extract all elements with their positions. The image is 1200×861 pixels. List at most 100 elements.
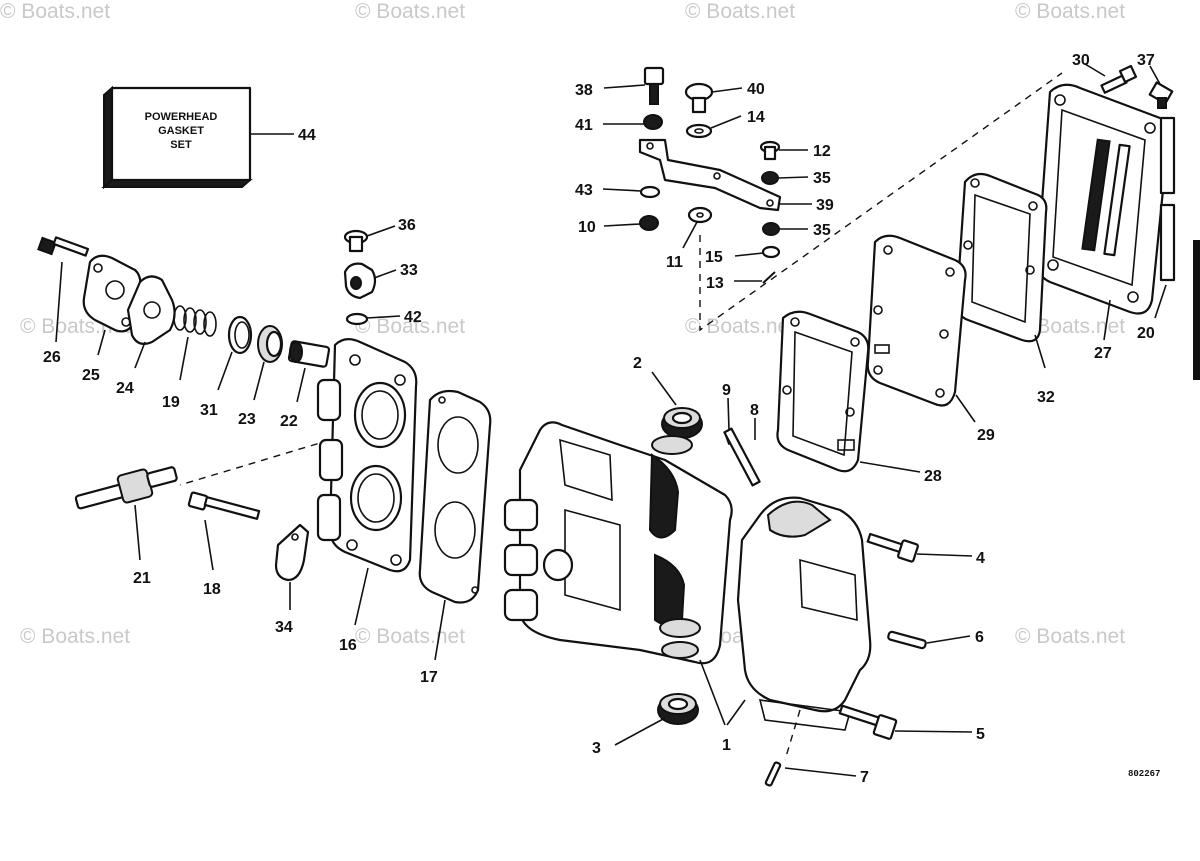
part-29-plate[interactable]: 29 (866, 234, 995, 444)
part-32-gasket[interactable]: 32 (955, 172, 1055, 406)
part-35-nut[interactable]: 35 (762, 222, 831, 239)
callout-34[interactable]: 34 (275, 619, 293, 636)
part-3-seal[interactable]: 3 (592, 693, 699, 757)
callout-16[interactable]: 16 (339, 637, 357, 654)
watermark: © Boats.net (1015, 625, 1125, 648)
callout-41[interactable]: 41 (575, 117, 593, 134)
callout-35b[interactable]: 35 (813, 222, 831, 239)
callout-7[interactable]: 7 (860, 769, 869, 786)
callout-22[interactable]: 22 (280, 413, 298, 430)
callout-12[interactable]: 12 (813, 143, 831, 160)
part-18-bolt[interactable]: 18 (187, 491, 261, 598)
part-28-gasket[interactable]: 28 (776, 310, 942, 485)
part-20-tube[interactable]: 20 (1137, 116, 1176, 342)
drawing-code: 802267 (1128, 769, 1160, 779)
callout-15[interactable]: 15 (705, 249, 723, 266)
callout-28[interactable]: 28 (924, 468, 942, 485)
part-35-nut[interactable]: 35 (761, 170, 831, 187)
part-15-washer[interactable]: 15 (705, 245, 781, 266)
callout-36[interactable]: 36 (398, 217, 416, 234)
callout-33[interactable]: 33 (400, 262, 418, 279)
part-13-pin[interactable]: 13 (706, 271, 776, 292)
watermark: © Boats.net (1015, 315, 1125, 338)
callout-17[interactable]: 17 (420, 669, 438, 686)
part-37-fitting[interactable]: 37 (1137, 52, 1174, 109)
callout-8[interactable]: 8 (750, 402, 759, 419)
callout-26[interactable]: 26 (43, 349, 61, 366)
callout-29[interactable]: 29 (977, 427, 995, 444)
callout-37[interactable]: 37 (1137, 52, 1155, 69)
gasket-box-line3: SET (170, 139, 192, 151)
callout-5[interactable]: 5 (976, 726, 985, 743)
gasket-set-box[interactable]: POWERHEAD GASKET SET 44 (101, 85, 316, 190)
callout-9[interactable]: 9 (722, 382, 731, 399)
part-4-bolt[interactable]: 4 (866, 532, 985, 567)
callout-44[interactable]: 44 (298, 127, 316, 144)
callout-3[interactable]: 3 (592, 740, 601, 757)
part-2-seal[interactable]: 2 (633, 355, 703, 439)
part-33-elbow[interactable]: 33 (343, 262, 418, 300)
part-1-cylinder-block[interactable]: 1 (503, 421, 872, 754)
callout-43[interactable]: 43 (575, 182, 593, 199)
callout-20[interactable]: 20 (1137, 325, 1155, 342)
watermark: © Boats.net (355, 625, 465, 648)
watermark: © Boats.net (1015, 0, 1125, 23)
part-7-pin[interactable]: 7 (764, 761, 869, 787)
part-14-washer[interactable]: 14 (685, 109, 765, 139)
callout-2[interactable]: 2 (633, 355, 642, 372)
callout-4[interactable]: 4 (976, 550, 985, 567)
part-22-plunger[interactable]: 22 (280, 340, 331, 430)
callout-14[interactable]: 14 (747, 109, 765, 126)
part-31-ring[interactable]: 31 (200, 315, 253, 419)
part-34-clamp[interactable]: 34 (274, 523, 310, 636)
part-23-bearing[interactable]: 23 (238, 325, 283, 428)
part-5-bolt[interactable]: 5 (838, 704, 985, 743)
part-38-screw[interactable]: 38 (575, 66, 665, 105)
part-10-nut[interactable]: 10 (578, 215, 659, 236)
callout-31[interactable]: 31 (200, 402, 218, 419)
callout-13[interactable]: 13 (706, 275, 724, 292)
callout-11[interactable]: 11 (666, 254, 683, 271)
callout-40[interactable]: 40 (747, 81, 765, 98)
part-11-washer[interactable]: 11 (666, 206, 713, 271)
part-40-screw[interactable]: 40 (684, 81, 765, 114)
watermark: © Boats.net (355, 315, 465, 338)
part-8-dowel[interactable]: 8 (723, 402, 761, 487)
watermark: © Boats.net (685, 315, 795, 338)
part-21-sensor[interactable]: 21 (74, 466, 178, 587)
part-6-pin[interactable]: 6 (887, 629, 984, 650)
part-36-screw[interactable]: 36 (343, 217, 416, 253)
callout-25[interactable]: 25 (82, 367, 100, 384)
callout-27[interactable]: 27 (1094, 345, 1112, 362)
part-25-housing[interactable]: 25 (82, 254, 142, 384)
callout-24[interactable]: 24 (116, 380, 134, 397)
callout-38[interactable]: 38 (575, 82, 593, 99)
part-17-head-gasket[interactable]: 17 (418, 389, 492, 686)
callout-10[interactable]: 10 (578, 219, 596, 236)
watermark: © Boats.net (355, 0, 465, 23)
part-16-cylinder-head[interactable]: 16 (316, 338, 418, 654)
watermark: © Boats.net (0, 0, 110, 23)
alignment-lines (179, 72, 1063, 761)
callout-19[interactable]: 19 (162, 394, 180, 411)
part-12-screw[interactable]: 12 (759, 140, 831, 161)
part-42-washer[interactable]: 42 (345, 309, 422, 326)
part-39-bracket[interactable]: 39 (638, 138, 834, 214)
part-41-nut[interactable]: 41 (575, 114, 663, 134)
part-26-bolt[interactable]: 26 (37, 236, 90, 366)
callout-39[interactable]: 39 (816, 197, 834, 214)
callout-23[interactable]: 23 (238, 411, 256, 428)
callout-6[interactable]: 6 (975, 629, 984, 646)
callout-1[interactable]: 1 (722, 737, 731, 754)
part-30-screw[interactable]: 30 (1072, 52, 1138, 94)
part-43-washer[interactable]: 43 (575, 182, 661, 199)
part-19-spring[interactable]: 19 (162, 305, 217, 411)
callout-35a[interactable]: 35 (813, 170, 831, 187)
callout-21[interactable]: 21 (133, 570, 151, 587)
callout-32[interactable]: 32 (1037, 389, 1055, 406)
part-27-exhaust-manifold-cover[interactable]: 27 (1036, 83, 1170, 362)
edge-bar (1193, 240, 1200, 380)
callout-42[interactable]: 42 (404, 309, 422, 326)
callout-30[interactable]: 30 (1072, 52, 1090, 69)
callout-18[interactable]: 18 (203, 581, 221, 598)
